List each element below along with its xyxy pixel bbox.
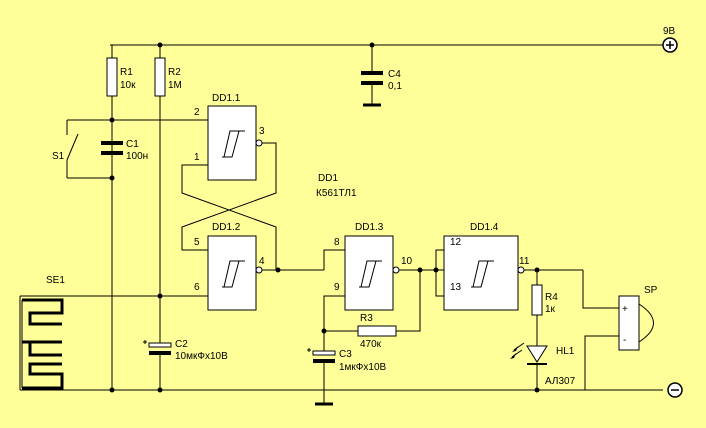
led-hl1 bbox=[510, 342, 548, 365]
c1-ref: C1 bbox=[126, 139, 139, 150]
resistor-r4 bbox=[531, 284, 543, 316]
dd1-4-pin-12: 12 bbox=[450, 237, 462, 248]
switch-s1 bbox=[66, 119, 112, 179]
gate-dd1-1 bbox=[207, 105, 263, 181]
junction bbox=[275, 267, 281, 273]
r3-ref: R3 bbox=[360, 313, 373, 324]
dd1-2-pin-5: 5 bbox=[194, 237, 200, 248]
c4-value: 0,1 bbox=[388, 81, 402, 92]
resistor-r1 bbox=[106, 57, 118, 97]
dd1-2-ref: DD1.2 bbox=[212, 222, 241, 233]
c2-ref: C2 bbox=[175, 339, 188, 350]
r1-value: 10к bbox=[120, 80, 136, 91]
dd1-1-pin-1: 1 bbox=[194, 152, 200, 163]
piezo-sp bbox=[618, 295, 654, 351]
r2-ref: R2 bbox=[168, 67, 181, 78]
negative-terminal bbox=[667, 382, 683, 398]
dd1-4-ref: DD1.4 bbox=[470, 222, 499, 233]
dd1-4-pin-13: 13 bbox=[450, 282, 462, 293]
dd1-1-pin-3: 3 bbox=[259, 126, 265, 137]
r2-value: 1М bbox=[168, 80, 182, 91]
r1-ref: R1 bbox=[120, 67, 133, 78]
r4-value: 1к bbox=[545, 304, 556, 315]
se1-ref: SE1 bbox=[46, 275, 65, 286]
touch-sensor-se1 bbox=[19, 295, 160, 390]
dd1-3-pin-10: 10 bbox=[401, 256, 413, 267]
gate-dd1-3 bbox=[344, 235, 400, 311]
capacitor-c2 bbox=[143, 340, 172, 355]
supply-voltage-label: 9В bbox=[663, 26, 676, 37]
dd1-3-ref: DD1.3 bbox=[355, 222, 384, 233]
capacitor-c1 bbox=[101, 120, 123, 155]
dd1-2-pin-6: 6 bbox=[194, 282, 200, 293]
feedback-wire bbox=[181, 164, 277, 270]
r4-ref: R4 bbox=[545, 292, 558, 303]
positive-terminal bbox=[662, 37, 678, 53]
c1-value: 100н bbox=[126, 151, 148, 162]
sp-ref: SP bbox=[644, 285, 658, 296]
resistor-r2 bbox=[154, 57, 166, 97]
dd1-1-pin-2: 2 bbox=[194, 107, 200, 118]
resistor-r3 bbox=[357, 325, 397, 337]
dd1-3-pin-8: 8 bbox=[334, 237, 340, 248]
sp-minus: - bbox=[623, 335, 626, 346]
feedback-wire bbox=[181, 142, 277, 251]
c3-ref: C3 bbox=[339, 349, 352, 360]
dd1-1-ref: DD1.1 bbox=[212, 93, 241, 104]
gate-dd1-2 bbox=[207, 235, 263, 311]
capacitor-c4 bbox=[361, 71, 383, 85]
hl1-value: АЛ307 bbox=[545, 376, 576, 387]
hl1-ref: HL1 bbox=[556, 346, 575, 357]
c2-value: 10мкФх10В bbox=[175, 351, 228, 362]
dd1-2-pin-4: 4 bbox=[259, 256, 265, 267]
dd1-3-pin-9: 9 bbox=[334, 282, 340, 293]
sp-plus: + bbox=[622, 304, 628, 315]
r3-value: 470к bbox=[360, 339, 382, 350]
s1-ref: S1 bbox=[52, 151, 65, 162]
gate-dd1-4 bbox=[443, 235, 525, 311]
junction bbox=[417, 267, 423, 273]
c3-value: 1мкФх10В bbox=[339, 362, 387, 373]
ic-ref: DD1 bbox=[318, 173, 338, 184]
capacitor-c3 bbox=[307, 348, 336, 363]
dd1-4-pin-11: 11 bbox=[519, 256, 530, 267]
c4-ref: C4 bbox=[388, 69, 401, 80]
ic-part: К561ТЛ1 bbox=[316, 188, 357, 199]
